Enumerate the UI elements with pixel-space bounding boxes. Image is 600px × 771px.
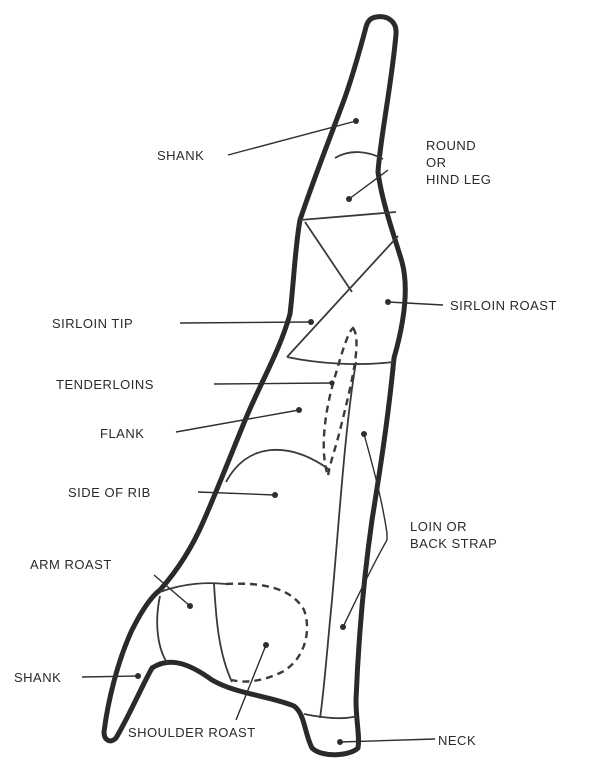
- dot-loin-lower: [340, 624, 346, 630]
- dot-shoulder-roast: [263, 642, 269, 648]
- dot-neck: [337, 739, 343, 745]
- label-round-line-1: ROUND: [426, 138, 476, 153]
- tenderloin-outline: [324, 328, 357, 476]
- arm-roast-seam: [160, 583, 226, 592]
- label-shank-top: SHANK: [157, 148, 204, 163]
- dot-tenderloins: [329, 380, 334, 385]
- label-loin: LOIN OR BACK STRAP: [410, 519, 497, 551]
- dot-flank: [296, 407, 302, 413]
- sirloin-diagonal-seam-1: [305, 222, 352, 292]
- leader-shank-bottom: [82, 676, 138, 677]
- dot-side-of-rib: [272, 492, 278, 498]
- leader-neck: [340, 739, 435, 742]
- label-flank: FLANK: [100, 426, 144, 441]
- leader-side-of-rib: [198, 492, 275, 495]
- label-side-of-rib: SIDE OF RIB: [68, 485, 151, 500]
- shank-bottom-seam: [157, 596, 168, 664]
- label-round-line-3: HIND LEG: [426, 172, 491, 187]
- label-loin-line-1: LOIN OR: [410, 519, 467, 534]
- sirloin-diagonal-seam-2: [287, 236, 398, 357]
- label-sirloin-roast: SIRLOIN ROAST: [450, 298, 557, 313]
- leader-tenderloins: [214, 383, 332, 384]
- dot-round: [346, 196, 352, 202]
- label-shank-bottom: SHANK: [14, 670, 61, 685]
- shoulder-roast-outline: [226, 584, 307, 682]
- leader-flank: [176, 410, 299, 432]
- dot-arm-roast: [187, 603, 193, 609]
- dot-sirloin-roast: [385, 299, 391, 305]
- arm-shoulder-divider: [214, 584, 232, 682]
- label-shoulder-roast: SHOULDER ROAST: [128, 725, 256, 740]
- label-round-line-2: OR: [426, 155, 447, 170]
- round-lower-seam: [300, 212, 396, 220]
- shank-round-seam: [335, 152, 383, 159]
- dot-loin-upper: [361, 431, 367, 437]
- label-loin-line-2: BACK STRAP: [410, 536, 497, 551]
- leader-sirloin-tip: [180, 322, 311, 323]
- leader-shoulder-roast: [236, 645, 266, 720]
- label-neck: NECK: [438, 733, 476, 748]
- dot-shank-top: [353, 118, 359, 124]
- loin-strap-line: [320, 362, 356, 718]
- dot-shank-bottom: [135, 673, 141, 679]
- leader-sirloin-roast: [388, 302, 443, 305]
- label-arm-roast: ARM ROAST: [30, 557, 112, 572]
- dot-sirloin-tip: [308, 319, 314, 325]
- neck-seam: [304, 714, 357, 718]
- label-round: ROUND OR HIND LEG: [426, 138, 491, 187]
- label-sirloin-tip: SIRLOIN TIP: [52, 316, 133, 331]
- label-tenderloins: TENDERLOINS: [56, 377, 154, 392]
- leader-shank-top: [228, 121, 356, 155]
- flank-rib-seam: [226, 450, 330, 482]
